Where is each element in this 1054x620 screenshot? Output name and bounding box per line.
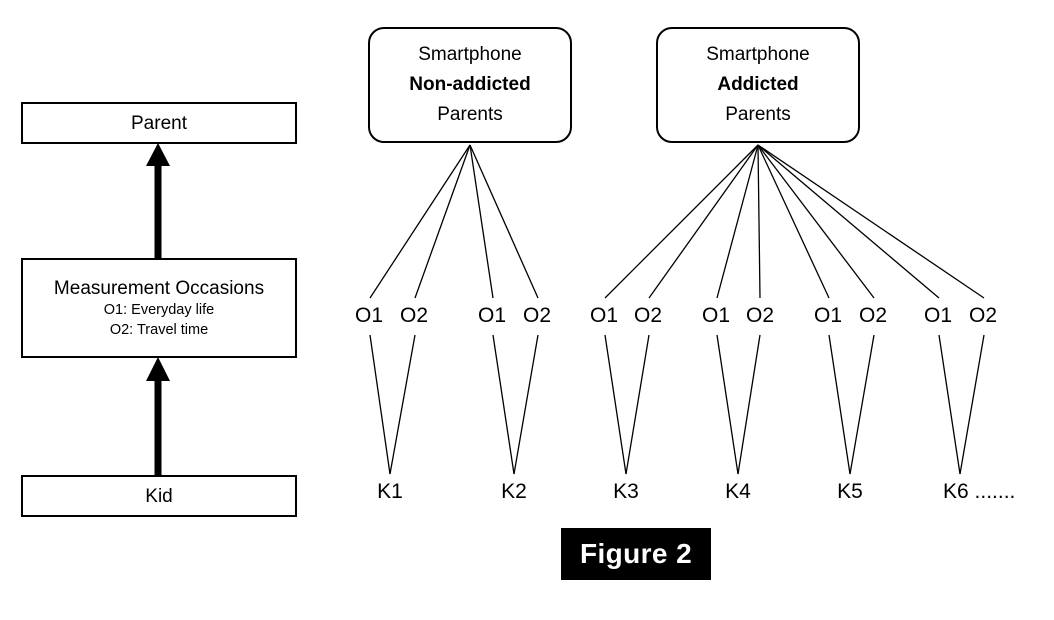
group-box-non-addicted-parents: Smartphone Non-addicted Parents <box>368 27 572 143</box>
kid-label-k2: K2 <box>501 480 527 503</box>
legend-box-measurement-occasions: Measurement Occasions O1: Everyday life … <box>21 258 297 358</box>
legend-box-parent: Parent <box>21 102 297 144</box>
group-addicted-line3: Parents <box>725 104 791 125</box>
occasion-label-k6-o2: O2 <box>968 304 997 327</box>
occasion-label-k5-o1: O1 <box>813 304 842 327</box>
group-box-addicted-parents: Smartphone Addicted Parents <box>656 27 860 143</box>
fan-non-addicted <box>369 144 539 299</box>
legend-arrow-measurement-to-parent <box>146 143 170 258</box>
kid-label-k1: K1 <box>377 480 403 503</box>
occasion-label-k1-o2: O2 <box>399 304 428 327</box>
group-nonaddicted-line1: Smartphone <box>418 44 522 65</box>
figure-caption: Figure 2 <box>561 528 711 580</box>
occasion-label-k3-o2: O2 <box>633 304 662 327</box>
occasion-label-k4-o1: O1 <box>701 304 730 327</box>
legend-measurement-line1: O1: Everyday life <box>103 301 215 318</box>
group-nonaddicted-line3: Parents <box>437 104 503 125</box>
kid-label-k5: K5 <box>837 480 863 503</box>
kid-label-k6: K6 ....... <box>943 480 1016 503</box>
group-addicted-line2: Addicted <box>717 74 799 95</box>
group-addicted-line1: Smartphone <box>706 44 810 65</box>
occasion-label-k2-o1: O1 <box>477 304 506 327</box>
fan-addicted <box>604 144 985 299</box>
occasion-label-k3-o1: O1 <box>589 304 618 327</box>
occasion-label-k1-o1: O1 <box>354 304 383 327</box>
group-nonaddicted-line2: Non-addicted <box>409 74 531 95</box>
legend-measurement-title: Measurement Occasions <box>53 277 265 299</box>
legend-box-kid: Kid <box>21 475 297 517</box>
occasion-label-k5-o2: O2 <box>858 304 887 327</box>
occasion-label-k2-o2: O2 <box>522 304 551 327</box>
legend-parent-title: Parent <box>131 112 187 134</box>
kid-label-k4: K4 <box>725 480 751 503</box>
v-connectors-kids <box>369 334 985 475</box>
kid-label-k3: K3 <box>613 480 639 503</box>
occasion-label-k4-o2: O2 <box>745 304 774 327</box>
legend-arrow-kid-to-measurement <box>146 357 170 475</box>
occasion-label-k6-o1: O1 <box>923 304 952 327</box>
legend-measurement-line2: O2: Travel time <box>109 321 209 338</box>
legend-kid-title: Kid <box>145 485 173 507</box>
